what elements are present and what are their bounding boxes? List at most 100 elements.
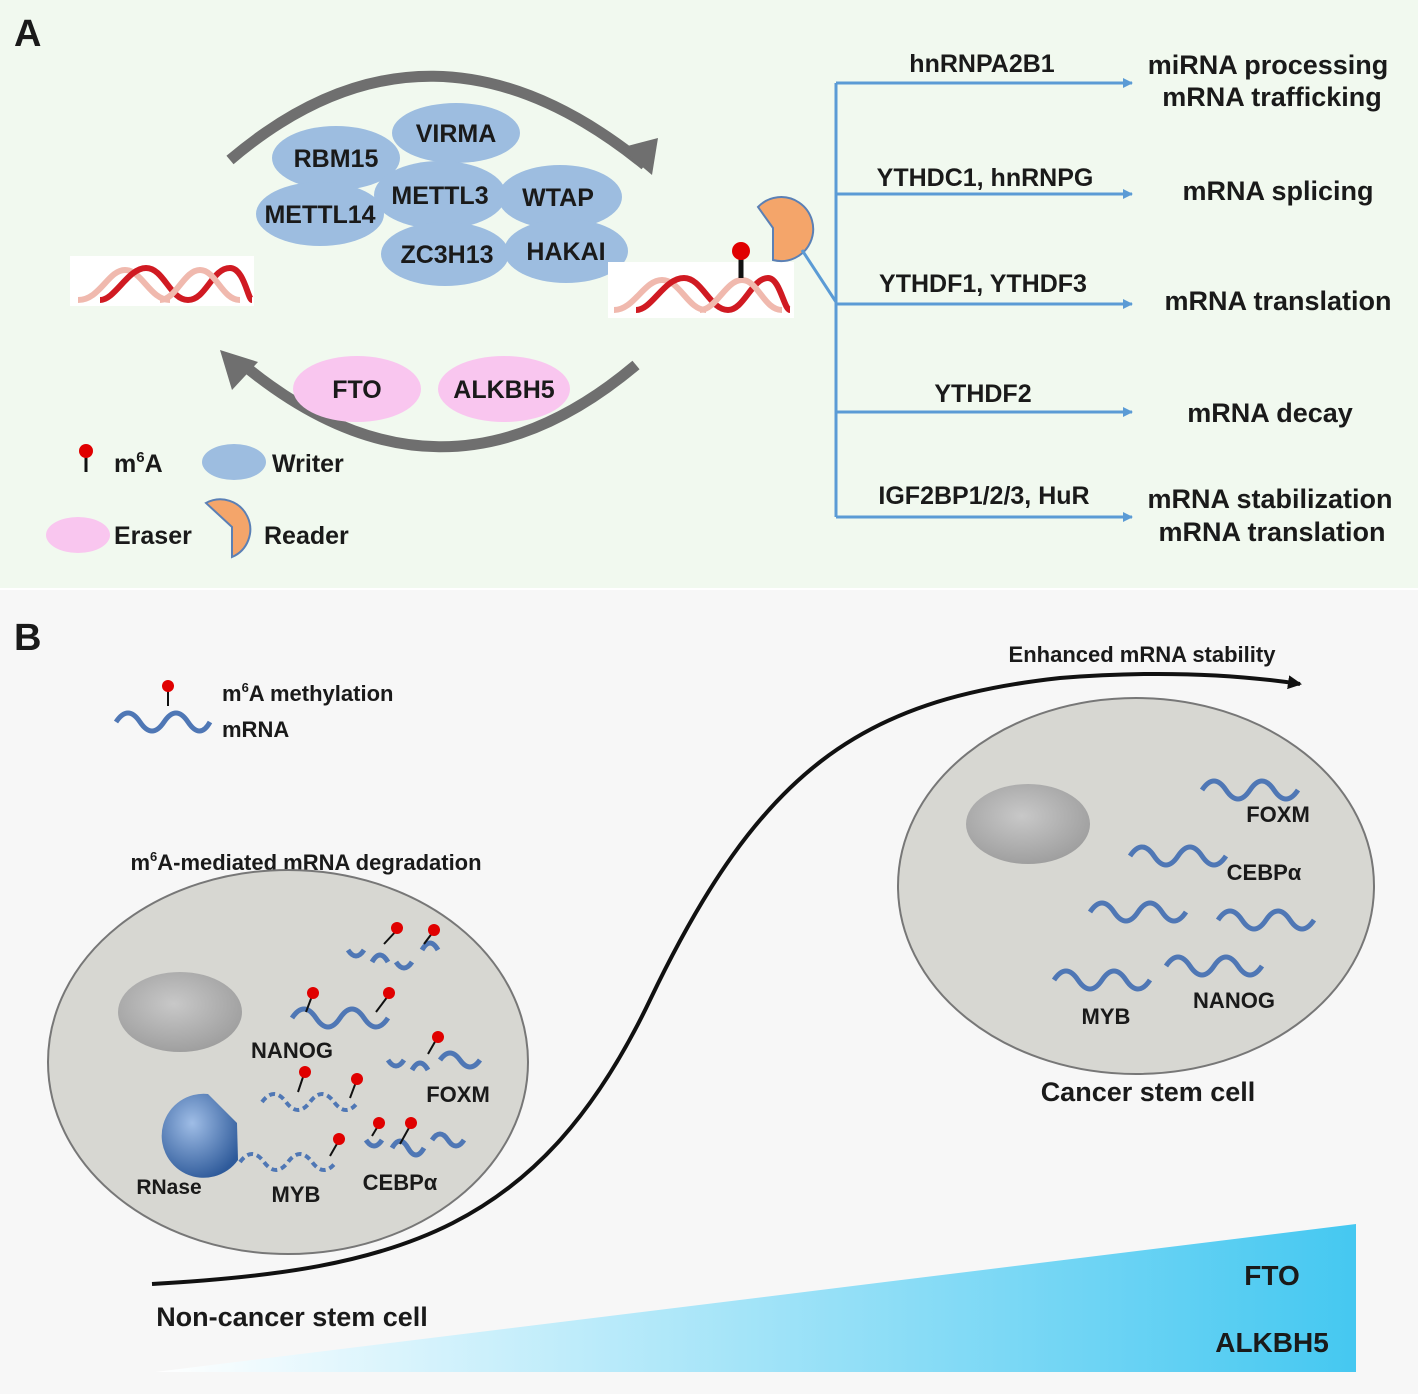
writer-label-wtap: WTAP <box>522 184 594 212</box>
cancer-gene-label-nanog: NANOG <box>1193 988 1275 1013</box>
reader-outcome-1a: miRNA processing <box>1148 50 1389 80</box>
writer-label-mettl3: METTL3 <box>391 182 488 210</box>
writer-label-virma: VIRMA <box>416 120 497 148</box>
cancer-cell-body <box>897 697 1375 1075</box>
rnase-label: RNase <box>136 1176 201 1199</box>
m6a-mark <box>732 242 750 260</box>
gradient-label-fto: FTO <box>1244 1260 1299 1291</box>
cancer-foxm-mrna <box>1199 778 1301 802</box>
legend-methylation-label: m6A methylation <box>222 680 393 706</box>
eraser-group: FTO ALKBH5 <box>293 356 570 422</box>
legend-writer-label: Writer <box>272 450 344 478</box>
eraser-label-fto: FTO <box>332 376 382 404</box>
cancer-cell-label: Cancer stem cell <box>1041 1077 1256 1107</box>
eraser-label-alkbh5: ALKBH5 <box>453 376 554 404</box>
writer-label-hakai: HAKAI <box>526 238 605 266</box>
mark-head <box>373 1117 385 1129</box>
fto-alkbh5-gradient <box>155 1224 1356 1372</box>
mark-stem <box>349 1081 357 1099</box>
legend-mrna-icon <box>113 710 213 734</box>
rna-strand-red-right <box>635 274 792 314</box>
legend-mrna-label: mRNA <box>222 717 289 742</box>
stability-curve <box>151 672 1302 1286</box>
legend-reader-label: Reader <box>264 522 349 550</box>
reader-protein-5: IGF2BP1/2/3, HuR <box>878 482 1089 510</box>
writer-complex: RBM15 VIRMA METTL3 WTAP METTL14 ZC3H13 H… <box>256 103 628 286</box>
mark-head <box>428 924 440 936</box>
mark-head <box>333 1133 345 1145</box>
legend-methylation-icon <box>162 680 174 692</box>
gene-label-nanog: NANOG <box>251 1038 333 1063</box>
cancer-cebpa-mrna <box>1127 844 1229 868</box>
legend-m6a-icon <box>79 444 93 458</box>
reader-protein-4: YTHDF2 <box>934 380 1031 408</box>
writer-oval-hakai <box>504 219 628 283</box>
mark-head <box>299 1066 311 1078</box>
rna-strand-red <box>99 264 255 304</box>
eraser-oval-alkbh5 <box>438 356 570 422</box>
eraser-oval-fto <box>293 356 421 422</box>
rna-strand-pink <box>77 266 171 303</box>
legend-eraser-icon <box>46 517 110 553</box>
writer-label-mettl14: METTL14 <box>264 201 375 229</box>
degraded-mrna-1 <box>260 1092 360 1112</box>
reader-outcome-2: mRNA splicing <box>1182 176 1373 206</box>
mark-stem <box>427 1039 437 1055</box>
non-cancer-stem-cell: m6A-mediated mRNA degradation NANOG FOXM <box>47 849 529 1255</box>
reader-protein-2: YTHDC1, hnRNPG <box>877 164 1094 192</box>
reader-connector <box>800 249 838 303</box>
cancer-gene-label-myb: MYB <box>1082 1004 1131 1029</box>
writer-oval-virma <box>392 103 520 163</box>
methylation-arrowhead <box>620 138 658 175</box>
writer-oval-wtap <box>498 165 622 229</box>
nanog-mrna <box>289 1006 391 1030</box>
cancer-gene-label-foxm: FOXM <box>1246 802 1310 827</box>
demethylation-arrowhead <box>220 350 258 390</box>
cancer-mrna-free-1 <box>1087 900 1189 924</box>
mark-stem <box>305 995 313 1013</box>
mark-head <box>391 922 403 934</box>
methylated-rna <box>608 196 838 318</box>
gene-label-foxm: FOXM <box>426 1082 490 1107</box>
rna-strand-pink-right <box>613 276 707 313</box>
cancer-mrna-free-2 <box>1215 908 1317 932</box>
legend-m6a-label: m6A <box>114 449 163 478</box>
panel-b: B m6A methylation mRNA FTO ALKBH5 m6A-me… <box>0 590 1418 1394</box>
reader-pacman <box>756 196 815 263</box>
reader-outcome-5a: mRNA stabilization <box>1147 484 1392 514</box>
mark-head <box>351 1073 363 1085</box>
degraded-mrna-2 <box>238 1152 338 1172</box>
legend-reader-icon <box>204 498 252 559</box>
reader-outcome-5b: mRNA translation <box>1158 517 1385 547</box>
reader-protein-1: hnRNPA2B1 <box>909 50 1054 78</box>
demethylation-arrow-shaft <box>236 357 640 453</box>
writer-oval-mettl14 <box>256 182 384 246</box>
unmethylated-rna <box>70 256 255 306</box>
rnase-pacman <box>161 1093 238 1178</box>
reader-branches: hnRNPA2B1 YTHDC1, hnRNPG YTHDF1, YTHDF3 … <box>834 50 1393 547</box>
panel-a-label: A <box>14 13 41 55</box>
methylation-arrow-shaft <box>226 70 649 170</box>
cebpa-mrna-fragment <box>363 1131 467 1158</box>
writer-label-rbm15: RBM15 <box>294 145 379 173</box>
cancer-nanog-mrna <box>1163 954 1265 978</box>
gene-label-myb: MYB <box>272 1182 321 1207</box>
panel-a: A RBM15 VIRMA METTL3 WTAP METTL14 ZC3H13… <box>0 0 1418 588</box>
panel-b-legend: m6A methylation mRNA <box>113 680 393 742</box>
mark-head <box>432 1031 444 1043</box>
writer-oval-rbm15 <box>272 126 400 190</box>
writer-oval-zc3h13 <box>381 222 509 286</box>
cancer-myb-mrna <box>1051 968 1153 992</box>
gene-label-cebpa: CEBPα <box>363 1170 438 1195</box>
mark-head <box>383 987 395 999</box>
rna-strand-pink-right-2 <box>699 276 783 313</box>
gradient-label-alkbh5: ALKBH5 <box>1215 1327 1329 1358</box>
fragment-mrna-1 <box>345 940 441 971</box>
rna-strand-pink-2 <box>159 266 241 303</box>
cancer-nucleus <box>966 784 1090 864</box>
reader-outcome-3: mRNA translation <box>1164 286 1391 316</box>
reader-outcome-4: mRNA decay <box>1187 398 1353 428</box>
legend-writer-icon <box>202 444 266 480</box>
cancer-gene-label-cebpa: CEBPα <box>1227 860 1302 885</box>
